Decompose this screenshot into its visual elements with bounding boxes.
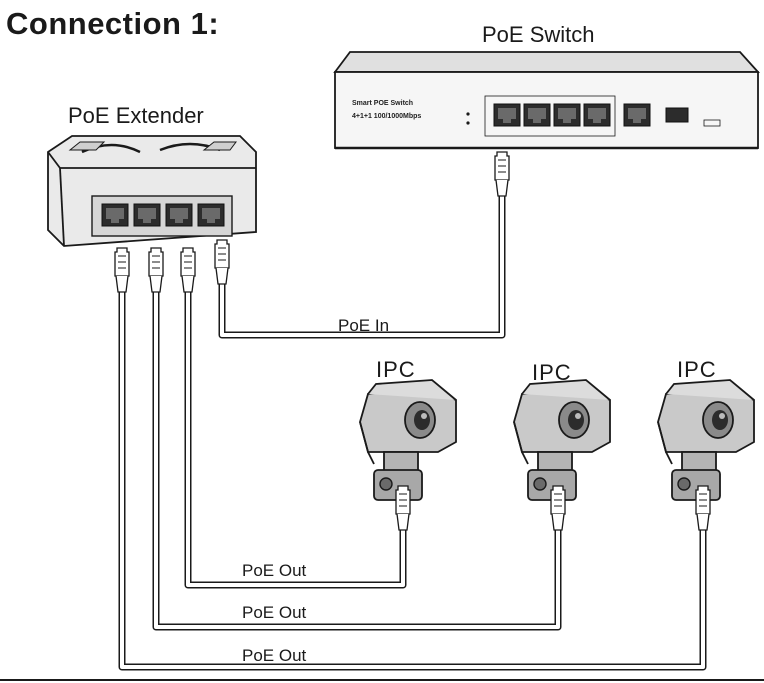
camera-plug-3 — [695, 485, 711, 531]
camera-plug-1 — [395, 485, 411, 531]
camera-label-1: IPC — [376, 357, 416, 382]
extender-plug-2 — [148, 247, 164, 293]
connection-heading: Connection 1: — [6, 6, 220, 41]
poe-switch-label: PoE Switch — [482, 22, 595, 47]
switch-uplink-port — [623, 103, 651, 127]
switch-port-2 — [523, 103, 551, 127]
switch-spec-text: 4+1+1 100/1000Mbps — [352, 113, 422, 120]
cables — [118, 194, 707, 671]
extender-port-4 — [197, 203, 225, 227]
camera-3 — [657, 379, 755, 501]
cable-poe-out-1 — [184, 292, 407, 589]
poe-out-label-2: PoE Out — [242, 603, 307, 622]
camera-2 — [513, 379, 611, 501]
extender-port-2 — [133, 203, 161, 227]
cable-poe-out-3 — [118, 292, 707, 671]
camera-label-2: IPC — [532, 360, 572, 385]
poe-switch — [333, 51, 761, 150]
cable-poe-in — [218, 194, 506, 339]
switch-port-4 — [583, 103, 611, 127]
camera-1 — [359, 379, 457, 501]
poe-out-label-1: PoE Out — [242, 561, 307, 580]
switch-plug — [494, 151, 510, 197]
switch-port-1 — [493, 103, 521, 127]
poe-in-label: PoE In — [338, 316, 390, 335]
camera-label-3: IPC — [677, 357, 717, 382]
extender-plug-1 — [114, 247, 130, 293]
cable-poe-out-2 — [152, 292, 562, 631]
poe-extender-label: PoE Extender — [68, 103, 204, 128]
camera-plug-2 — [550, 485, 566, 531]
poe-out-label-3: PoE Out — [242, 646, 307, 665]
extender-port-1 — [101, 203, 129, 227]
switch-port-3 — [553, 103, 581, 127]
extender-plug-4 — [214, 239, 230, 285]
extender-port-3 — [165, 203, 193, 227]
switch-model-text: Smart POE Switch — [352, 100, 414, 107]
poe-extender — [47, 135, 257, 247]
extender-plug-3 — [180, 247, 196, 293]
